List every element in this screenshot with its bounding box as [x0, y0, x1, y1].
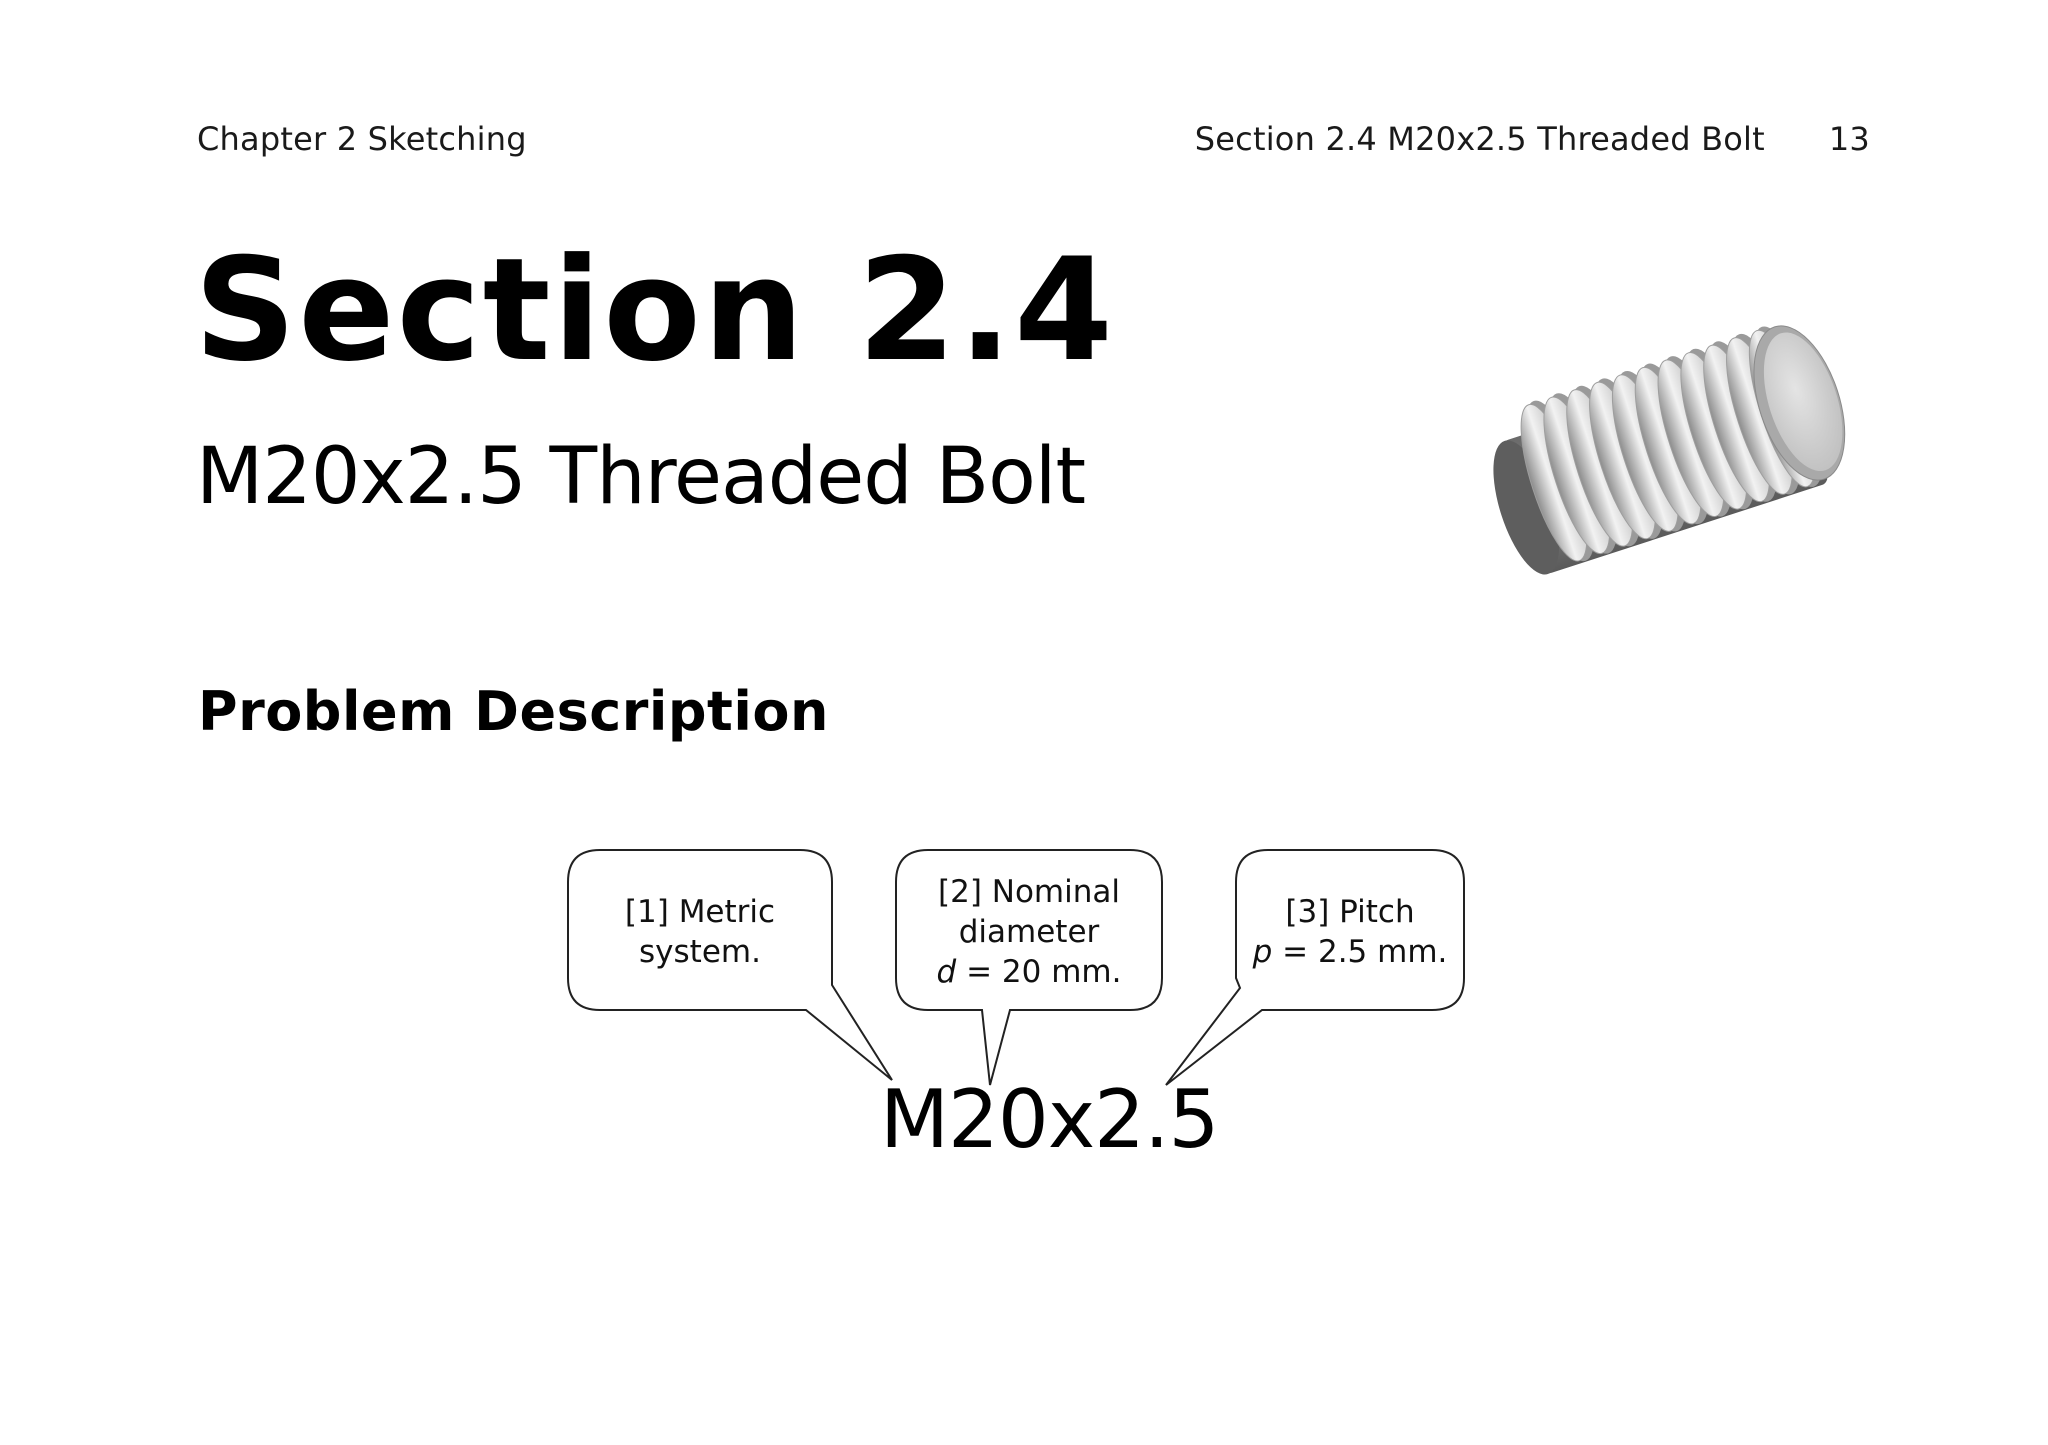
thread-designation: M20x2.5	[880, 1073, 1219, 1166]
callout-metric-line-2: system.	[639, 934, 761, 970]
threaded-bolt-icon	[1493, 325, 1846, 575]
pitch-value: = 2.5 mm.	[1272, 934, 1448, 970]
diameter-variable: d	[936, 954, 957, 990]
problem-description-heading: Problem Description	[198, 680, 829, 743]
page-number: 13	[1828, 120, 1870, 158]
callout-diameter-line-1: [2] Nominal	[938, 874, 1120, 910]
callout-diameter-text: [2] Nominal diameter d = 20 mm.	[896, 872, 1162, 992]
section-title: Section 2.4	[194, 228, 1115, 393]
callout-metric-text: [1] Metric system.	[568, 892, 832, 972]
callout-pitch-line-2: p = 2.5 mm.	[1236, 932, 1464, 972]
pitch-variable: p	[1252, 934, 1273, 970]
running-head-right: Section 2.4 M20x2.5 Threaded Bolt 13	[1195, 120, 1870, 158]
running-head-section: Section 2.4 M20x2.5 Threaded Bolt	[1194, 120, 1765, 158]
callout-metric-line-1: [1] Metric	[624, 894, 776, 930]
callout-pitch-line-1: [3] Pitch	[1285, 894, 1415, 930]
running-head-chapter: Chapter 2 Sketching	[197, 120, 527, 158]
callout-pitch-text: [3] Pitch p = 2.5 mm.	[1236, 892, 1464, 972]
callout-diameter-line-2: diameter	[958, 914, 1100, 950]
section-subtitle: M20x2.5 Threaded Bolt	[196, 432, 1086, 522]
callout-diameter-line-3: d = 20 mm.	[896, 952, 1162, 992]
diameter-value: = 20 mm.	[956, 954, 1122, 990]
